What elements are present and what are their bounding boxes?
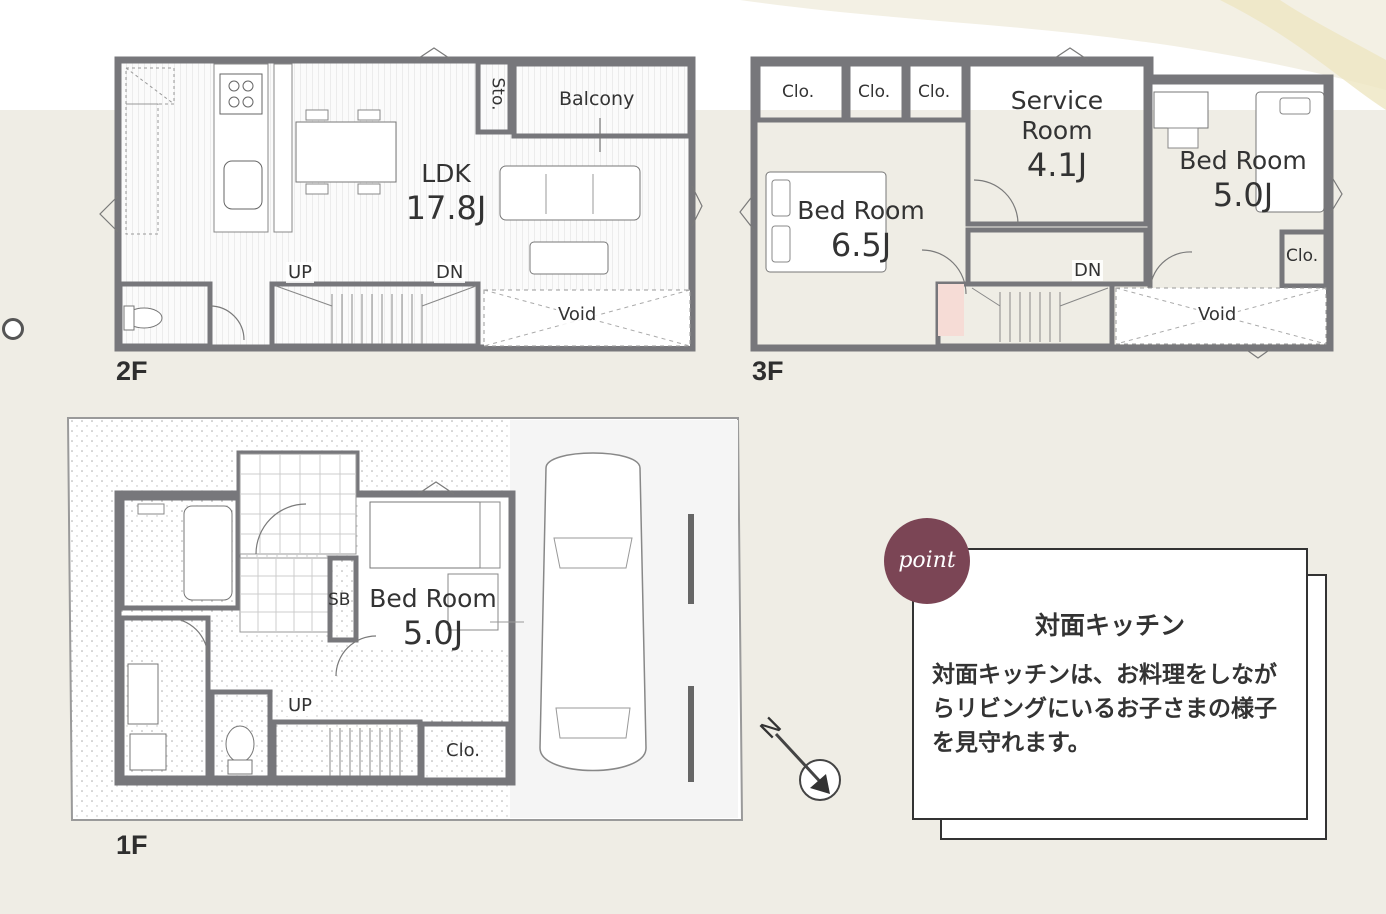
void-label: Void xyxy=(1196,304,1239,325)
room-bed-a-size: 6.5J xyxy=(830,226,892,264)
room-bed-1f-name: Bed Room xyxy=(369,584,497,613)
closet-label-2: Clo. xyxy=(858,82,891,102)
point-card: 対面キッチン 対面キッチンは、お料理をしながらリビングにいるお子さまの様子を見守… xyxy=(884,518,1327,840)
room-bed-b-name: Bed Room xyxy=(1179,146,1307,175)
room-bed-1f: Bed Room 5.0J xyxy=(356,584,510,652)
stair-up-label: UP xyxy=(286,262,315,283)
floor-label-1f: 1F xyxy=(116,830,148,860)
floor-plan-1f: SB Bed Room 5.0J UP Clo. xyxy=(60,408,750,828)
floor-label-2f: 2F xyxy=(116,356,148,386)
balcony-label: Balcony xyxy=(559,88,635,110)
room-ldk-size: 17.8J xyxy=(405,189,487,227)
room-service-name-1: Service xyxy=(1010,86,1104,115)
room-ldk-name: LDK xyxy=(421,159,471,188)
room-ldk: LDK 17.8J xyxy=(396,159,496,227)
decorative-brush xyxy=(740,0,1386,110)
floor-plan-3f: Clo. Clo. Clo. Clo. Service Room 4.1J Be… xyxy=(732,44,1344,364)
floor-plan-2f: Sto. Balcony LDK 17.8J UP DN Void xyxy=(96,46,706,366)
compass: N xyxy=(755,712,848,804)
closet-label: Clo. xyxy=(446,740,480,761)
room-bed-b: Bed Room 5.0J xyxy=(1166,146,1320,214)
point-card-body: 対面キッチン 対面キッチンは、お料理をしながらリビングにいるお子さまの様子を見守… xyxy=(912,548,1308,820)
room-service-name-2: Room xyxy=(1021,116,1093,145)
storage-label: Sto. xyxy=(487,77,508,111)
stair-down-label: DN xyxy=(1072,260,1104,281)
floor-label-3f: 3F xyxy=(752,356,784,386)
void-label: Void xyxy=(556,304,599,325)
stair-up-label: UP xyxy=(286,695,315,716)
point-description: 対面キッチンは、お料理をしながらリビングにいるお子さまの様子を見守れます。 xyxy=(932,661,1277,756)
closet-label-4: Clo. xyxy=(1286,246,1319,266)
point-badge: point xyxy=(884,518,970,604)
closet-label-1: Clo. xyxy=(782,82,815,102)
room-service: Service Room 4.1J xyxy=(986,86,1128,184)
room-bed-a-name: Bed Room xyxy=(797,196,925,225)
room-service-size: 4.1J xyxy=(1026,146,1088,184)
stair-down-label: DN xyxy=(434,262,466,283)
shoe-box-label: SB xyxy=(328,590,351,610)
room-bed-b-size: 5.0J xyxy=(1212,176,1274,214)
bullet-circle xyxy=(2,318,24,340)
room-bed-1f-size: 5.0J xyxy=(402,614,464,652)
room-bed-a: Bed Room 6.5J xyxy=(784,196,938,264)
point-title: 対面キッチン xyxy=(1034,611,1185,640)
closet-label-3: Clo. xyxy=(918,82,951,102)
